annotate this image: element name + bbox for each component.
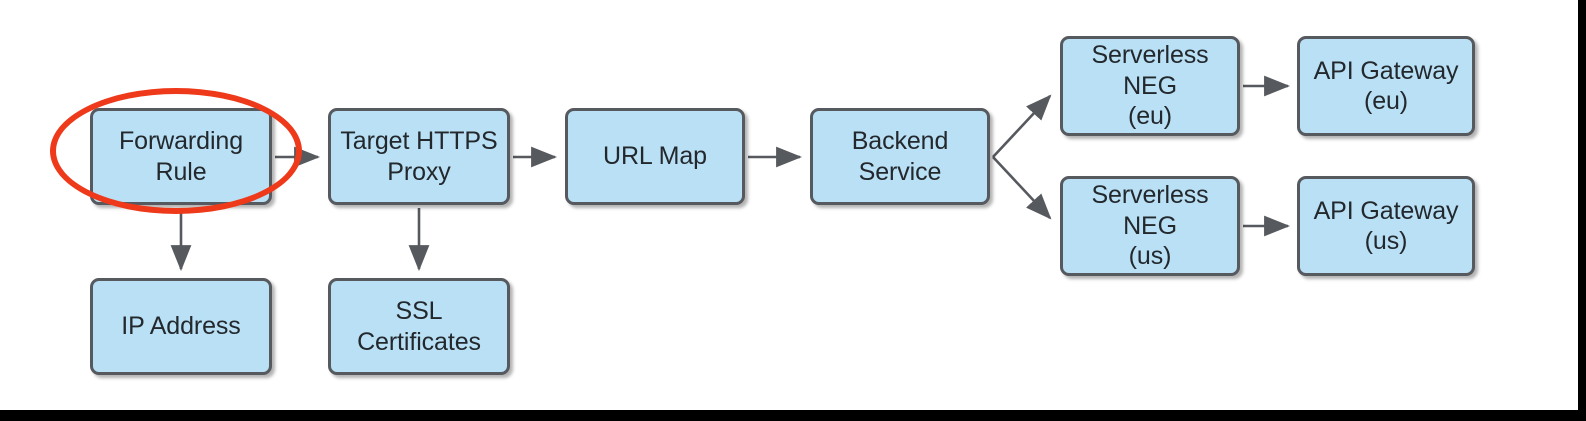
node-label: SSL Certificates [357, 297, 481, 356]
node-label: Serverless NEG (us) [1091, 181, 1209, 271]
node-serverless-neg-eu[interactable]: Serverless NEG (eu) [1060, 36, 1240, 136]
node-forwarding-rule[interactable]: Forwarding Rule [90, 108, 272, 205]
edge-backend-service-to-serverless-neg-eu [992, 94, 1052, 158]
node-api-gateway-us[interactable]: API Gateway (us) [1297, 176, 1475, 276]
node-label: Backend Service [851, 127, 949, 186]
node-label: Target HTTPS Proxy [340, 127, 498, 186]
node-api-gateway-eu[interactable]: API Gateway (eu) [1297, 36, 1475, 136]
node-label: API Gateway (us) [1313, 196, 1459, 256]
node-url-map[interactable]: URL Map [565, 108, 745, 205]
screenshot-frame-bottom-edge [0, 410, 1586, 421]
node-label: Serverless NEG (eu) [1091, 41, 1209, 131]
node-target-https-proxy[interactable]: Target HTTPS Proxy [328, 108, 510, 205]
node-backend-service[interactable]: Backend Service [810, 108, 990, 205]
node-label: URL Map [603, 142, 707, 171]
node-label: Forwarding Rule [118, 127, 244, 186]
node-serverless-neg-us[interactable]: Serverless NEG (us) [1060, 176, 1240, 276]
screenshot-frame-right-edge [1578, 0, 1586, 421]
node-label: IP Address [121, 312, 241, 341]
edge-backend-service-to-serverless-neg-us [992, 156, 1052, 220]
node-ip-address[interactable]: IP Address [90, 278, 272, 375]
node-ssl-certificates[interactable]: SSL Certificates [328, 278, 510, 375]
node-label: API Gateway (eu) [1313, 56, 1459, 116]
